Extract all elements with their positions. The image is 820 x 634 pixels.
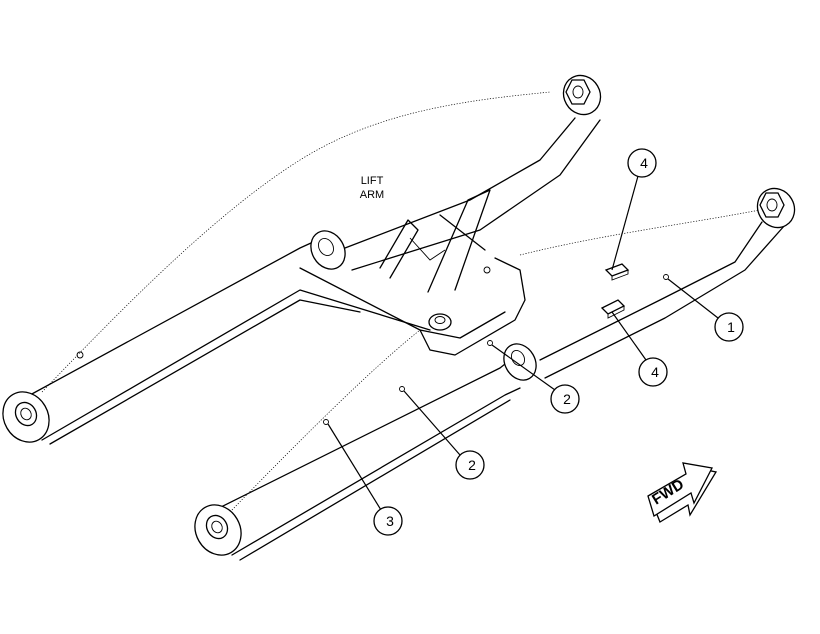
callout-2b-leader xyxy=(403,390,461,456)
fitting-item-3 xyxy=(323,419,329,425)
rear-arm-fitting xyxy=(76,351,84,359)
front-arm-mid-bore xyxy=(510,350,526,366)
front-arm-top-edge-2 xyxy=(539,221,763,361)
callout-2b-circle xyxy=(455,450,485,480)
callout-2a-leader xyxy=(491,344,556,391)
fwd-arrow: FWD xyxy=(647,462,718,523)
rear-arm-web-outline xyxy=(41,91,551,393)
callout-1-leader xyxy=(667,278,719,319)
bracket-strut-3 xyxy=(439,214,486,251)
callout-1-circle xyxy=(714,312,744,342)
callout-4a[interactable]: 4 xyxy=(611,148,657,271)
bracket-strut-1 xyxy=(379,219,419,279)
cross-member-boss xyxy=(428,313,452,331)
rear-lift-arm xyxy=(2,74,602,445)
shim-plate-4b-edge xyxy=(607,306,625,319)
callout-1-number: 1 xyxy=(727,319,735,335)
front-arm-bottom-edge xyxy=(231,387,521,556)
callout-2a-number: 2 xyxy=(563,391,571,407)
callout-2b-number: 2 xyxy=(468,457,476,473)
bracket-strut-2 xyxy=(427,189,491,293)
rear-arm-rear-bore-inner xyxy=(20,407,32,421)
front-arm-mid-boss xyxy=(503,343,537,381)
rear-arm-mid-boss xyxy=(310,230,346,270)
fitting-item-1 xyxy=(663,274,669,280)
rear-arm-top-edge-2 xyxy=(344,117,576,249)
callout-4b[interactable]: 4 xyxy=(611,311,668,387)
rear-arm-bottom-edge-2 xyxy=(351,119,601,271)
rear-arm-lower-thickness xyxy=(49,299,361,445)
fitting-item-2b xyxy=(399,386,405,392)
cross-member-top xyxy=(299,257,526,356)
front-arm-bottom-edge-2 xyxy=(544,224,786,379)
front-arm-front-nut xyxy=(759,192,785,218)
callout-3-circle xyxy=(373,506,403,536)
fwd-arrow-body xyxy=(647,462,713,518)
callout-4b-number: 4 xyxy=(651,364,659,380)
front-arm-rear-bore xyxy=(205,514,229,540)
lift-arm-label-line1: LIFT xyxy=(361,175,384,187)
shim-plate-4a-edge xyxy=(611,270,629,281)
front-arm-web-outline xyxy=(229,329,421,513)
callout-4a-leader xyxy=(611,175,639,271)
front-arm-web-outline-2 xyxy=(519,209,761,256)
callout-2a-circle xyxy=(550,384,580,414)
callout-3[interactable]: 3 xyxy=(327,423,403,536)
small-parts xyxy=(323,263,669,425)
rear-arm-rear-bore xyxy=(14,401,38,427)
rear-arm-front-nut xyxy=(565,79,591,105)
callout-4a-circle xyxy=(627,148,657,178)
callout-2b[interactable]: 2 xyxy=(403,390,485,480)
rear-arm-front-bore xyxy=(572,85,584,99)
callout-4a-number: 4 xyxy=(640,155,648,171)
callout-4b-circle xyxy=(638,357,668,387)
callout-4b-leader xyxy=(611,311,647,361)
callout-2a[interactable]: 2 xyxy=(491,344,580,414)
bracket-strut-4 xyxy=(409,237,446,261)
callout-3-leader xyxy=(327,423,382,511)
lift-arm-label-line2: ARM xyxy=(360,189,384,201)
shim-plate-4a xyxy=(604,263,630,277)
front-lift-arm xyxy=(194,187,796,561)
cross-member-fitting xyxy=(483,266,491,274)
cross-member-plate xyxy=(419,311,506,339)
front-arm-front-bore xyxy=(766,198,778,212)
callout-1[interactable]: 1 xyxy=(667,278,744,342)
cross-member xyxy=(299,189,526,356)
front-arm-rear-bore-inner xyxy=(211,520,223,534)
rear-arm-bottom-edge xyxy=(41,289,431,441)
front-arm-top-edge xyxy=(214,355,516,511)
callout-3-number: 3 xyxy=(386,513,394,529)
rear-arm-mid-bore xyxy=(318,238,334,256)
front-arm-lower-thickness xyxy=(239,399,511,561)
fitting-item-2a xyxy=(487,340,493,346)
cross-member-boss-bore xyxy=(434,316,446,324)
